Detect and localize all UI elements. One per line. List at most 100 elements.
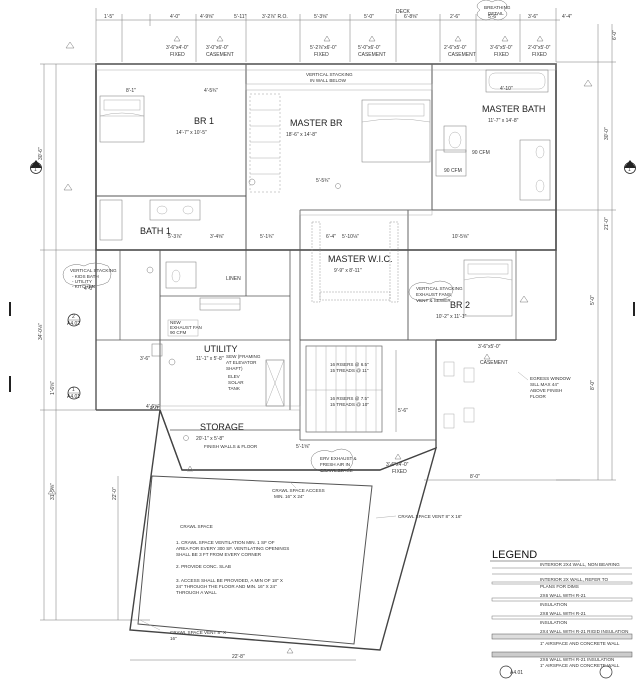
exhaust-fan-note: NEW EXHAUST FAN 90 CFM: [167, 319, 202, 337]
master-bath-name: MASTER BATH: [482, 104, 545, 114]
master-bath-cfm: 90 CFM: [472, 150, 490, 156]
legend-item-4-l0: 2X4 WALL WITH R-21 RIGID INSULATION: [540, 629, 628, 634]
exhaust-fan-2: 90 CFM: [170, 330, 187, 335]
win-tag-6: 2'-0"x5'-0": [528, 45, 551, 51]
win-tag-3-type: CASEMENT: [358, 52, 386, 58]
breathing-line-0: BREATHING: [484, 5, 511, 10]
win-tag-2-type: FIXED: [314, 52, 329, 58]
legend-item-2-l1: INSULATION: [540, 602, 567, 607]
egress-1: SILL MAX 44": [530, 382, 559, 387]
legend-title: LEGEND: [492, 549, 537, 561]
breathing-line-1: DETAIL: [488, 11, 504, 16]
br2-vertical-stack-cloud: VERTICAL STACKING EXHAUST FANS, VENT & S…: [408, 280, 463, 303]
dim-right-2: 21'-0": [604, 217, 610, 230]
room-master-br: MASTER BR 18'-6" x 14'-8" VERTICAL STACK…: [249, 72, 431, 193]
crawl-note1-2: SHALL BE 3 FT FROM EVERY CORNER: [176, 552, 262, 557]
elev-a1-sheet: A4.01: [67, 394, 80, 400]
master-wic-size: 9'-9" x 8'-11": [334, 268, 362, 274]
sew-note-0: SEW (FRAMING: [226, 354, 261, 359]
dim-top-11: 4'-4": [562, 14, 572, 20]
dim-left-3: 1'-6⅝": [50, 381, 56, 395]
section-marker-right: 1: [624, 160, 636, 174]
win-tag-0-type: FIXED: [170, 52, 185, 58]
dim-left-0: 30'-6": [38, 147, 44, 160]
legend-swatch-4: [491, 633, 633, 640]
dim-top-4: 3'-2⅞" R.O.: [262, 14, 288, 20]
dim-left-5: 4'-0": [150, 406, 160, 412]
legend-swatch-3: [491, 615, 633, 620]
room-utility: UTILITY 11'-1" x 5'-8" SEW (FRAMING AT E…: [140, 343, 285, 407]
room-br1: BR 1 14'-7" x 10'-5" 8'-1" 4'-5¾": [99, 88, 256, 186]
win-tag-0: 3'-6"x4'-0": [166, 45, 189, 51]
br2-name: BR 2: [450, 300, 470, 310]
dim-misc-8: 6'-4": [326, 234, 336, 240]
room-br2: BR 2 10'-2" x 11'-1" 10'-5⅝" VERTICAL ST…: [408, 234, 571, 399]
win-tag-4-type: CASEMENT: [448, 52, 476, 58]
room-master-wic: MASTER W.I.C. 9'-9" x 8'-11" 5'-10⅛" 6'-…: [311, 221, 399, 303]
elev-a2-sheet: A4.02: [67, 321, 80, 327]
erv-0: ERV EXHAUST &: [320, 456, 357, 461]
vert-stack-br2-0: VERTICAL STACKING: [416, 286, 463, 291]
stairs-down-treads: 15 TREADS @ 10": [330, 402, 369, 407]
dim-top-7: 6'-8⅝": [404, 14, 418, 20]
crawl-title: CRAWL SPACE: [180, 524, 213, 529]
dim-misc-0: 8'-1": [126, 88, 136, 94]
crawl-vent-right: CRAWL SPACE VENT 8" X 16": [398, 514, 462, 519]
storage-note: FINISH WALLS & FLOOR: [204, 444, 258, 449]
stairs-up-treads: 15 TREADS @ 11": [330, 368, 369, 373]
dim-misc-13: 5'-1⅝": [296, 444, 310, 450]
elev-note-0: ELEV: [228, 374, 241, 379]
legend-item-4-l1: 1" AIRSPACE AND CONCRETE WALL: [540, 641, 620, 646]
crawl-note2: 2. PROVIDE CONC. SLAB: [176, 564, 231, 569]
vert-stack-br2-1: EXHAUST FANS,: [416, 292, 452, 297]
storage-size: 20'-1" x 5'-8": [196, 436, 224, 442]
legend-item-0: INTERIOR 2X4 WALL, NON BEARING: [540, 562, 620, 567]
egress-2: ABOVE FINISH: [530, 388, 562, 393]
dim-bottom-0: 22'-8": [232, 654, 245, 660]
stairs-up-risers: 16 RISERS @ 6.5": [330, 362, 369, 367]
legend-item-2-l0: 2X6 WALL WITH R-21: [540, 593, 586, 598]
br2-window-size: 3'-6"x5'-0": [478, 344, 501, 350]
room-linen: LINEN: [146, 261, 241, 311]
linen-label: LINEN: [226, 276, 241, 282]
master-br-name: MASTER BR: [290, 118, 343, 128]
side-window-tags: 8'-0": [424, 361, 580, 481]
window-tags: 3'-6"x4'-0" FIXED 3'-0"x6'-0" CASEMENT 5…: [65, 35, 551, 58]
crawl-note3-1: 24" THROUGH THE FLOOR AND MIN. 16" X 24": [176, 584, 277, 589]
legend-item-1-l0: INTERIOR 2X WALL, REFER TO: [540, 577, 608, 582]
right-dimension-lines: 6'-0" 30'-0" 21'-0" 5'-0" 8'-0": [519, 24, 618, 481]
dim-right-4: 8'-0": [590, 380, 596, 390]
dim-left-1: 34'-0⅛": [38, 323, 44, 340]
vert-stack-left-0: VERTICAL STACKING: [70, 268, 117, 273]
storage-name: STORAGE: [200, 422, 244, 432]
dim-top-8: 2'-6": [450, 14, 460, 20]
crawl-note3-2: THROUGH A WALL: [176, 590, 217, 595]
closet-dashed: [249, 93, 281, 193]
win-tag-3: 5'-0"x6'-0": [358, 45, 381, 51]
dim-misc-1: 4'-5¾": [204, 88, 218, 94]
br2-size: 10'-2" x 11'-1": [436, 314, 467, 320]
legend-item-5-l1: 1" AIRSPACE AND CONCRETE WALL: [540, 663, 620, 668]
dim-misc-4: 5'-3⅞": [168, 234, 182, 240]
dim-misc-10: 3'-6": [140, 356, 150, 362]
dim-top-5: 5'-3⅝": [314, 14, 328, 20]
dim-right-3: 5'-0": [590, 295, 596, 305]
win-tag-1: 3'-0"x6'-0": [206, 45, 229, 51]
room-storage: STORAGE 20'-1" x 5'-8" FINISH WALLS & FL…: [146, 404, 310, 450]
dim-misc-12: 4'-6⅝": [146, 404, 160, 410]
sew-note-1: AT ELEVATOR: [226, 360, 257, 365]
br1-size: 14'-7" x 10'-5": [176, 130, 207, 136]
left-dimension-lines: 30'-6" 34'-0⅛" 31'-5⅝" 1'-6⅝" 4'-0" 4'-0…: [38, 63, 160, 621]
dim-misc-11: 5'-6": [398, 408, 408, 414]
master-bath-size: 11'-7" x 14'-8": [488, 118, 519, 124]
lower-window-size: 3'-6"x4'-0": [386, 462, 409, 468]
vert-stack-left-3: - KITCHEN: [72, 284, 95, 289]
dim-top-1: 4'-0": [170, 14, 180, 20]
win-tag-1-type: CASEMENT: [206, 52, 234, 58]
elevation-marker-a4-01: 1 A4.01: [9, 302, 635, 400]
legend-item-1-l1: PLANS FOR DIMS: [540, 584, 579, 589]
utility-size: 11'-1" x 5'-8": [196, 356, 224, 362]
section-marker-left: 1: [30, 160, 42, 174]
room-master-bath: MASTER BATH 11'-7" x 14'-8" 4'-10" 90 CF…: [435, 69, 551, 201]
